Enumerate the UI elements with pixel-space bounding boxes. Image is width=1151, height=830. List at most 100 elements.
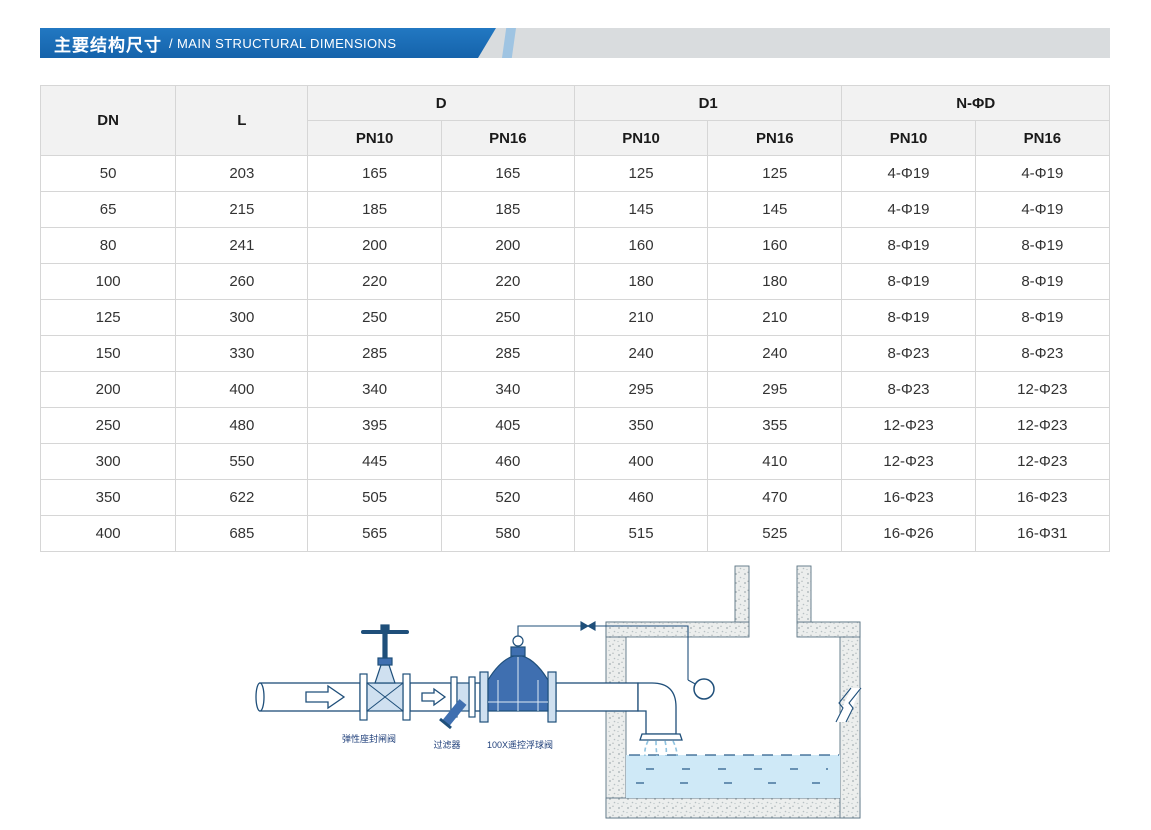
table-cell: 8-Φ19: [841, 263, 976, 300]
col-header-dn: DN: [39, 85, 177, 156]
table-cell: 580: [440, 515, 575, 552]
table-cell: 685: [175, 515, 309, 552]
table-cell: 295: [573, 371, 709, 408]
col-header-n-phi-d: N-ΦD: [841, 85, 1110, 121]
table-cell: 100: [39, 263, 177, 300]
col-subheader-pn: PN16: [440, 120, 575, 156]
table-cell: 520: [440, 479, 575, 516]
float-ball: [687, 678, 715, 700]
table-cell: 300: [175, 299, 309, 336]
col-subheader-pn: PN16: [974, 120, 1111, 156]
table-cell: 125: [573, 155, 709, 192]
strainer-label: 过滤器: [433, 739, 460, 750]
table-cell: 250: [307, 299, 442, 336]
water: [626, 754, 840, 798]
banner-accent-stripe: [502, 28, 516, 58]
table-cell: 470: [707, 479, 843, 516]
table-cell: 295: [707, 371, 843, 408]
table-cell: 8-Φ19: [974, 263, 1111, 300]
table-cell: 185: [440, 191, 575, 228]
table-cell: 12-Φ23: [841, 407, 976, 444]
table-cell: 185: [307, 191, 442, 228]
table-cell: 350: [39, 479, 177, 516]
table-cell: 8-Φ23: [841, 335, 976, 372]
table-cell: 350: [573, 407, 709, 444]
table-cell: 300: [39, 443, 177, 480]
installation-diagram-container: 弹性座封闸阀 过滤器 100X遥控浮球阀: [248, 562, 888, 830]
table-cell: 8-Φ19: [841, 227, 976, 264]
table-cell: 550: [175, 443, 309, 480]
table-cell: 400: [175, 371, 309, 408]
table-cell: 260: [175, 263, 309, 300]
table-cell: 400: [39, 515, 177, 552]
table-cell: 460: [573, 479, 709, 516]
table-cell: 180: [573, 263, 709, 300]
table-cell: 8-Φ19: [974, 227, 1111, 264]
table-cell: 215: [175, 191, 309, 228]
table-cell: 220: [440, 263, 575, 300]
table-cell: 445: [307, 443, 442, 480]
pipe: [255, 682, 683, 741]
table-cell: 80: [39, 227, 177, 264]
table-cell: 203: [175, 155, 309, 192]
table-cell: 16-Φ23: [841, 479, 976, 516]
table-cell: 150: [39, 335, 177, 372]
col-subheader-pn: PN10: [307, 120, 442, 156]
table-cell: 8-Φ19: [974, 299, 1111, 336]
table-cell: 250: [39, 407, 177, 444]
table-cell: 410: [707, 443, 843, 480]
table-cell: 8-Φ23: [974, 335, 1111, 372]
section-title-banner: 主要结构尺寸 / MAIN STRUCTURAL DIMENSIONS: [40, 28, 496, 58]
elbow: [637, 682, 677, 735]
table-cell: 355: [707, 407, 843, 444]
table-cell: 622: [175, 479, 309, 516]
table-cell: 125: [39, 299, 177, 336]
table-cell: 12-Φ23: [974, 407, 1111, 444]
gate-valve-label: 弹性座封闸阀: [342, 733, 396, 744]
diagram-labels: 弹性座封闸阀 过滤器 100X遥控浮球阀: [342, 733, 553, 750]
tank-walls: [605, 565, 861, 819]
table-cell: 145: [707, 191, 843, 228]
table-cell: 165: [307, 155, 442, 192]
table-cell: 210: [573, 299, 709, 336]
table-cell: 250: [440, 299, 575, 336]
table-cell: 12-Φ23: [974, 371, 1111, 408]
col-header-d: D: [307, 85, 575, 121]
col-subheader-pn: PN10: [573, 120, 709, 156]
table-cell: 8-Φ23: [841, 371, 976, 408]
table-cell: 65: [39, 191, 177, 228]
table-cell: 400: [573, 443, 709, 480]
table-cell: 12-Φ23: [974, 443, 1111, 480]
table-cell: 285: [440, 335, 575, 372]
outlet-flare: [639, 733, 683, 741]
table-cell: 505: [307, 479, 442, 516]
col-header-l: L: [175, 85, 309, 156]
table-cell: 50: [39, 155, 177, 192]
table-cell: 4-Φ19: [974, 155, 1111, 192]
table-cell: 12-Φ23: [841, 443, 976, 480]
table-cell: 460: [440, 443, 575, 480]
table-cell: 16-Φ26: [841, 515, 976, 552]
col-subheader-pn: PN10: [841, 120, 976, 156]
strainer: [439, 676, 476, 730]
table-cell: 4-Φ19: [841, 155, 976, 192]
table-cell: 165: [440, 155, 575, 192]
section-header-strip: 主要结构尺寸 / MAIN STRUCTURAL DIMENSIONS: [40, 28, 1110, 58]
water-spray: [644, 740, 678, 757]
table-cell: 4-Φ19: [974, 191, 1111, 228]
table-cell: 525: [707, 515, 843, 552]
table-cell: 145: [573, 191, 709, 228]
float-valve: [479, 635, 557, 723]
table-cell: 200: [440, 227, 575, 264]
table-cell: 4-Φ19: [841, 191, 976, 228]
table-cell: 220: [307, 263, 442, 300]
col-subheader-pn: PN16: [707, 120, 843, 156]
